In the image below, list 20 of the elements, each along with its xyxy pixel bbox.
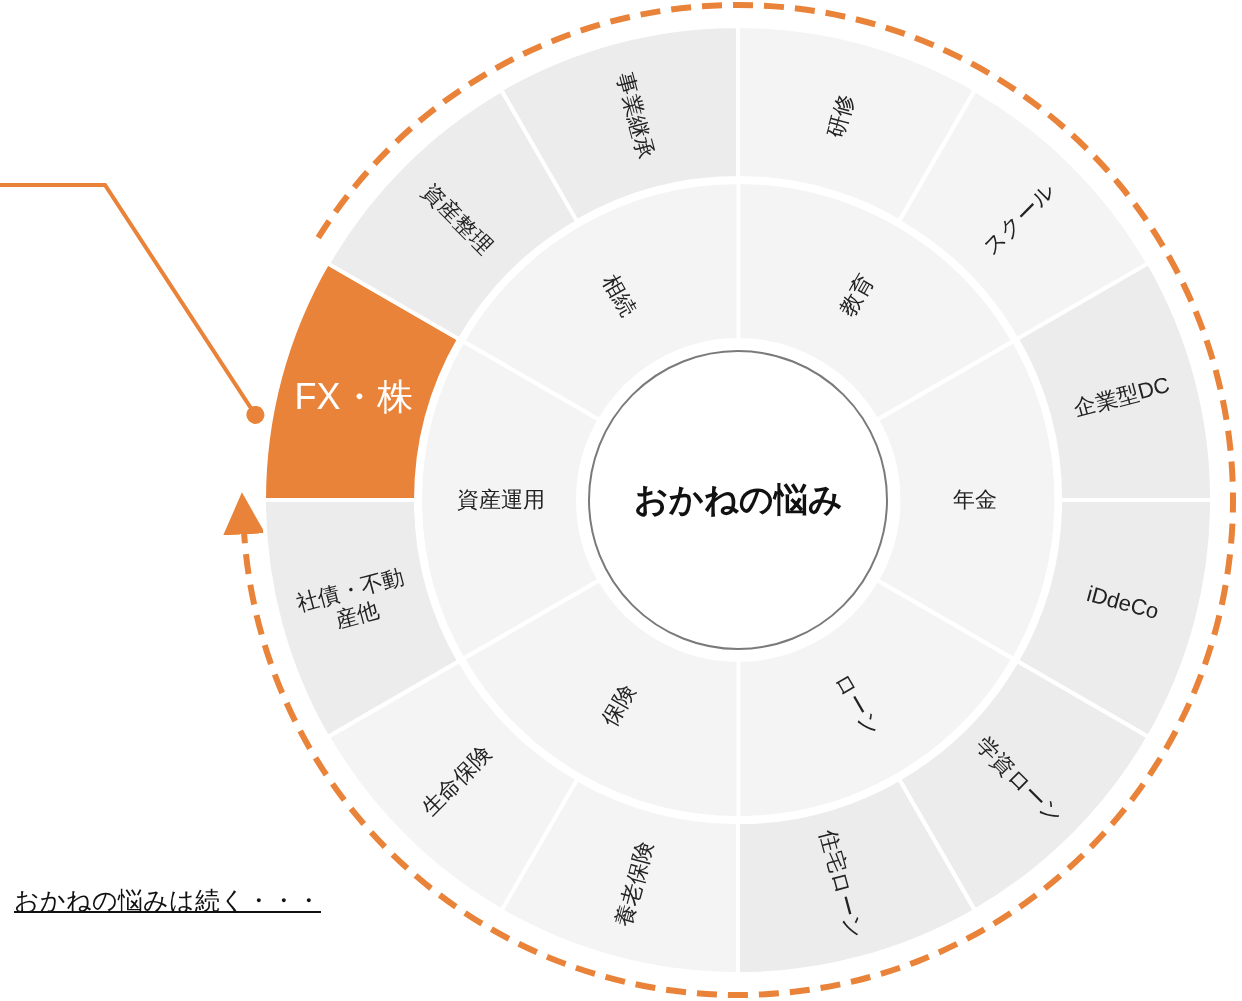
segment-label: スクール [977, 177, 1061, 261]
leader-line [0, 183, 265, 424]
segment-label: 相続 [597, 269, 642, 321]
segment-label: 教育 [834, 269, 879, 321]
segment-label: FX・株 [294, 375, 413, 419]
segment-label: 社債・不動産他 [292, 562, 408, 635]
segment-label: 保険 [597, 679, 642, 732]
segment-label: iDdeCo [1083, 580, 1162, 626]
note-text: おかねの悩みは続く・・・ [14, 885, 321, 916]
segment-label: 企業型DC [1071, 371, 1173, 423]
segment-label: 資産運用 [457, 487, 545, 514]
segment-label: 研修 [822, 91, 860, 141]
segment-label: 学資ローン [970, 732, 1069, 831]
segment-label: 事業継承 [611, 69, 660, 162]
segment-label: ローン [828, 669, 885, 742]
segment-label: 養老保険 [610, 838, 659, 931]
segment-label: 資産整理 [416, 178, 497, 260]
segment-label: 年金 [953, 487, 997, 514]
segment-label: 生命保険 [416, 741, 497, 823]
segment-label: 住宅ローン [814, 827, 869, 943]
